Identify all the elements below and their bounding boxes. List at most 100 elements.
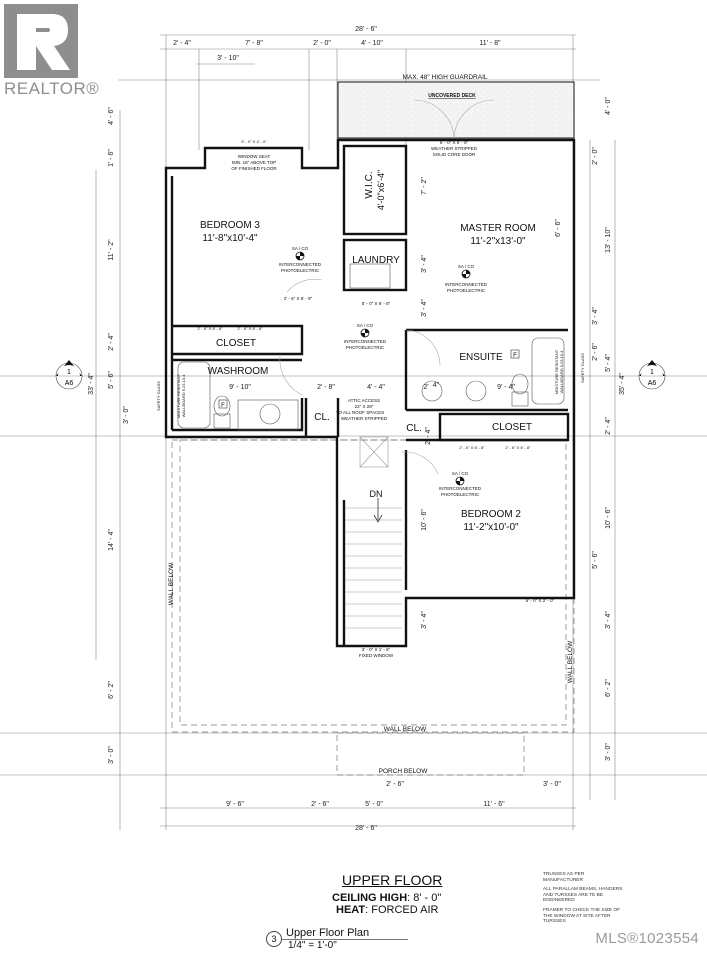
uncovered-deck (337, 81, 575, 139)
smoke-label-master: SA / CO (458, 264, 475, 269)
dim-right-overall: 35' - 4" (619, 373, 626, 395)
interior-dimensions: 9' - 10" 2' - 8" 4' - 4" 2' 4" 9' - 4" 7… (229, 177, 562, 629)
attic-note-3: TO ALL ROOF SPACES (336, 410, 384, 415)
section-number-right: 1 (650, 369, 654, 376)
fixed-window-size: 3' - 0" X 1' - 6" (362, 647, 391, 652)
heat-label: HEAT (336, 904, 366, 916)
moisture-note-right-1: MOISTURE RESISTANT (554, 349, 559, 394)
smoke-note-master-1: INTERCONNECTED (445, 282, 488, 287)
window-seat-size: 5' - 0" X 4' - 0" (241, 139, 267, 144)
dim-bottom-inner-1: 3' - 0" (543, 781, 561, 788)
dim-left-3: 2' - 4" (108, 333, 115, 351)
section-marker-left (55, 360, 83, 390)
room-bedroom-3-size: 11'-8"x10'-4" (202, 233, 258, 244)
dim-right-9: 3' - 4" (605, 611, 612, 629)
dim-left-5: 3' - 0" (123, 406, 130, 424)
dim-bed2-low: 3' - 4" (421, 611, 428, 629)
room-wic-size: 4'-0"x6'-4" (376, 170, 386, 210)
dim-left-1: 1' - 6" (108, 149, 115, 167)
stair-arrow-icon (373, 498, 383, 523)
dim-bed2: 10' - 6" (421, 509, 428, 531)
note-1: TRUSSES AS PER MANUFACTURER (543, 872, 585, 883)
attic-hatch (359, 436, 389, 468)
dim-ensuite-a: 2' (423, 384, 428, 391)
deck-door-note-2: SOLID CORE DOOR (433, 152, 476, 157)
dim-left-7: 6' - 2" (108, 681, 115, 699)
right-dimensions: 4' - 0" 2' - 0" 13' - 10" 3' - 4" 2' - 6… (592, 97, 626, 761)
moisture-note-left-1: MOISTURE RESISTANT (176, 373, 181, 418)
porch-below: PORCH BELOW (379, 768, 429, 775)
dim-right-3: 3' - 4" (592, 307, 599, 325)
room-cl-2: CL. (406, 423, 422, 434)
smoke-note-bed2-2: PHOTOELECTRIC (441, 492, 480, 497)
moisture-note-right-2: WALLBOARD 9.23.10.4 (559, 350, 564, 394)
view-number: 3 (266, 931, 282, 947)
bed2-window-size: 5' - 0" X 2' - 0" (526, 598, 555, 603)
dim-bottom-overall: 28' - 6" (355, 825, 377, 832)
dim-washroom: 9' - 10" (229, 384, 251, 391)
dim-top-4: 11' - 8" (479, 40, 501, 47)
room-closet-2: CLOSET (492, 422, 532, 433)
fixtures (177, 263, 565, 431)
dim-ensuite-b: 4" (433, 382, 440, 389)
dim-hall: 4' - 4" (367, 384, 385, 391)
fixture-f-ensuite: F (513, 353, 517, 359)
dim-bottom-inner-0: 2' - 6" (386, 781, 404, 788)
heat-type: HEAT: FORCED AIR (336, 904, 438, 916)
smoke-label-bed2: SA / CO (452, 471, 469, 476)
safety-glass-right: SAFETY GLASS (580, 353, 585, 383)
heat-value: : FORCED AIR (365, 904, 439, 916)
ceiling-label: CEILING HIGH (332, 892, 408, 904)
dim-right-4: 2' - 6" (592, 343, 599, 361)
smoke-note-hall-1: INTERCONNECTED (344, 339, 387, 344)
attic-note-1: ATTIC ACCESS (348, 398, 380, 403)
attic-note-4: WEATHER STRIPPED (341, 416, 388, 421)
room-master: MASTER ROOM (460, 223, 536, 234)
dim-left-0: 4' - 6" (108, 107, 115, 125)
dim-left-overall: 33' - 4" (88, 373, 95, 395)
view-rule (282, 939, 408, 940)
stair-treads (345, 507, 402, 629)
wall-below-dashed (171, 439, 575, 776)
top-dimensions: 28' - 6" 2' - 4" 7' - 8" 2' - 0" 4' - 10… (173, 26, 501, 62)
room-bedroom-3: BEDROOM 3 (200, 220, 260, 231)
smoke-note-hall-2: PHOTOELECTRIC (346, 345, 385, 350)
wall-below-bottom: WALL BELOW (384, 726, 427, 733)
closet-door-size-3: 2' - 6" X 6' - 8" (459, 445, 485, 450)
deck-door-note-1: WEATHER STRIPPED (431, 146, 478, 151)
room-wic: W.I.C. (364, 171, 375, 198)
dim-cl2: 2' - 4" (425, 427, 432, 445)
walls (164, 138, 576, 648)
left-dimensions: 4' - 6" 1' - 6" 11' - 2" 2' - 4" 5' - 6"… (88, 107, 130, 764)
dim-top-3: 4' - 10" (361, 40, 383, 47)
closet-door-size-1: 2' - 6" X 6' - 8" (197, 326, 223, 331)
moisture-note-left-2: WALLBOARD 9.23.10.4 (181, 374, 186, 418)
bottom-dimensions: 9' - 6" 2' - 6" 5' - 0" 11' - 6" 2' - 6"… (226, 781, 561, 832)
dimension-lines (0, 34, 707, 830)
dim-bottom-2: 5' - 0" (365, 801, 383, 808)
ceiling-height: CEILING HIGH: 8' - 0" (332, 892, 441, 904)
fixed-window-label: FIXED WINDOW (359, 653, 394, 658)
deck-label: UNCOVERED DECK (428, 93, 476, 99)
dim-top-inner: 3' - 10" (217, 55, 239, 62)
dim-bottom-1: 2' - 6" (311, 801, 329, 808)
dim-right-8: 5' - 6" (592, 551, 599, 569)
section-sheet-left: A6 (65, 380, 74, 387)
dim-master-door: 3' - 4" (421, 299, 428, 317)
dim-right-7: 10' - 6" (605, 507, 612, 529)
dim-bottom-0: 9' - 6" (226, 801, 244, 808)
dim-cl: 2' - 8" (317, 384, 335, 391)
dim-master-win: 6' - 6" (555, 219, 562, 237)
closet-door-size-4: 2' - 6" X 6' - 8" (505, 445, 531, 450)
smoke-note-bed3-1: INTERCONNECTED (279, 262, 322, 267)
wall-below-right: WALL BELOW (567, 640, 574, 683)
room-cl-1: CL. (314, 412, 330, 423)
dim-right-11: 3' - 0" (605, 743, 612, 761)
dim-right-0: 4' - 0" (605, 97, 612, 115)
wall-below-left: WALL BELOW (168, 562, 175, 605)
room-closet-1: CLOSET (216, 338, 256, 349)
realtor-logo (4, 4, 78, 78)
attic-note-2: 22" X 28" (355, 404, 374, 409)
drawing-title: UPPER FLOOR (342, 872, 443, 888)
